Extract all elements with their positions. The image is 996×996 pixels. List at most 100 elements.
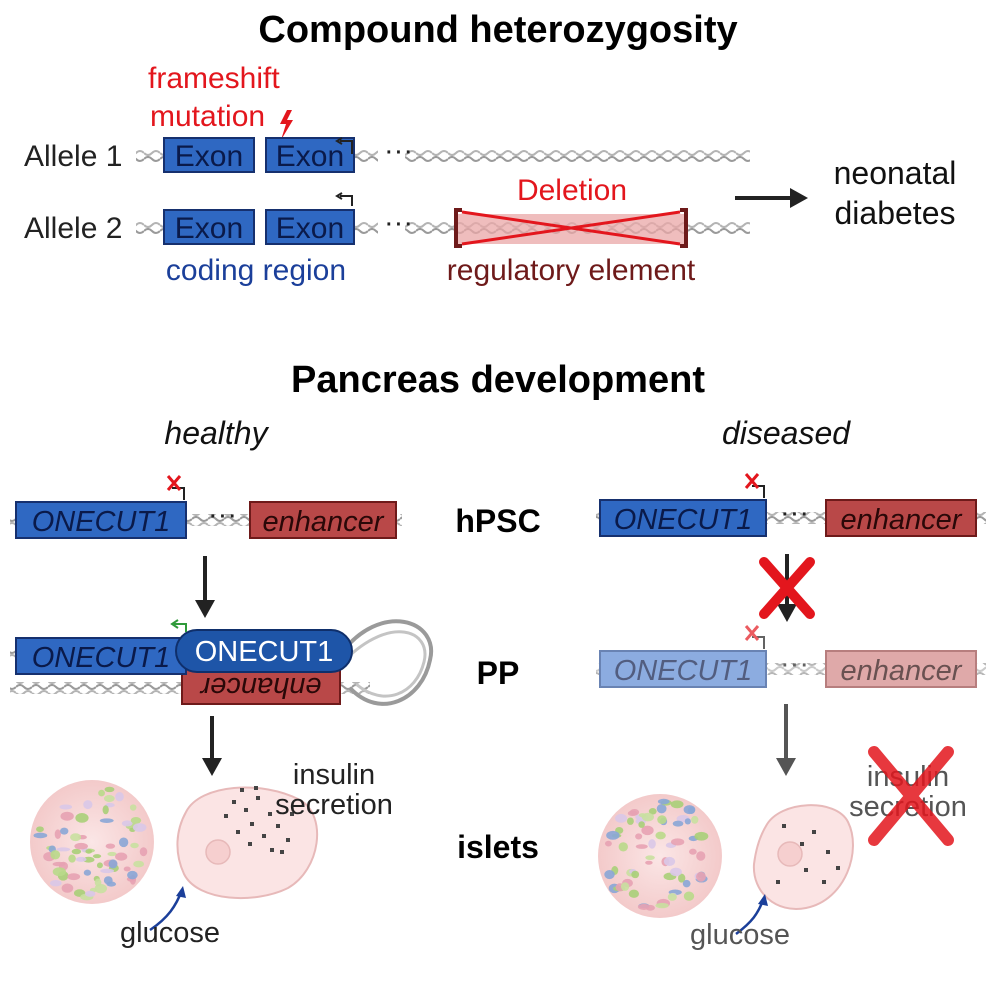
deletion-label: Deletion [517,174,627,207]
islet-cell [92,854,102,859]
islet-cell [115,852,128,861]
cell-nucleus [205,839,231,865]
islet-cluster [30,780,154,904]
insulin-granule [286,838,290,842]
outcome-arrowhead [790,188,808,208]
islet-cell [75,813,89,823]
insulin-granule [836,866,840,870]
islet-cell [670,867,682,877]
onecut1-protein [175,629,353,673]
promoter-arrowhead-icon [335,137,343,145]
ellipsis: ··· [780,648,809,680]
gene-box [599,499,767,537]
islet-cell [50,850,61,860]
islet-cell [71,848,82,855]
active-promoter-arrow-icon [174,623,187,632]
islet-cell [85,890,96,897]
progression-arrowhead [195,600,215,618]
exon-label: Exon [175,140,243,173]
coding-region-label: coding region [166,254,346,287]
islet-cell [655,902,669,909]
islet-cell [108,859,118,869]
insulin-granule [262,834,266,838]
insulin-granule [254,786,258,790]
islet-cell [52,867,67,877]
enhancer-label: enhancer [841,655,963,687]
protein-label: ONECUT1 [195,636,334,668]
gene-label: ONECUT1 [614,655,753,687]
progression-arrowhead [776,758,796,776]
islet-cell [678,873,686,883]
insulin-granule [280,850,284,854]
islet-cell [115,791,124,802]
exon-box [265,209,355,245]
islet-cell [657,798,670,805]
insulin-granule [800,842,804,846]
mutation-label: mutation [150,100,265,133]
islet-cell [54,829,62,840]
stage-islets: islets [457,829,539,865]
islet-cell [33,832,48,839]
frameshift-label: frameshift [148,62,280,95]
islet-cell [620,882,630,891]
islet-cell [618,842,628,852]
exon-box [163,209,255,245]
exon-box [265,137,355,173]
islet-cell [635,844,648,849]
islet-cell [645,860,653,865]
enhancer-box [825,499,977,537]
islet-cell [123,866,131,872]
diabetes-label: diabetes [835,195,956,231]
neonatal-label: neonatal [834,155,957,191]
islet-cell [129,804,137,811]
insulin-granule [248,842,252,846]
islet-cell [684,818,691,825]
insulin-granule [232,800,236,804]
insulin-granule [290,812,294,816]
gene-box [599,650,767,688]
exon-box [163,137,255,173]
islet-cell [96,862,103,869]
insulin-granule [812,830,816,834]
progression-arrowhead [202,758,222,776]
dna-strand [348,222,378,234]
islet-cell [682,879,691,888]
islet-cell [655,831,666,840]
islet-cell [68,854,76,863]
cell-nucleus [777,841,803,867]
secretion-label: secretion [275,789,393,821]
islet-cell [118,837,129,848]
dna-strand [136,222,166,234]
islet-cell [631,870,640,879]
islet-cell [133,860,145,868]
insulin-granule [236,830,240,834]
islet-cell [75,856,87,862]
insulin-granule [240,788,244,792]
islet-cell [670,800,684,809]
insulin-granule [224,814,228,818]
diseased-islet [598,794,722,918]
active-promoter-arrowhead-icon [170,619,179,629]
islet-cell [130,816,142,824]
dna-strand [348,150,378,162]
exon-label: Exon [175,212,243,245]
allele1-label: Allele 1 [24,140,122,173]
glucose-label: glucose [120,917,220,949]
glucose-label: glucose [690,919,790,951]
insulin-granule [822,880,826,884]
islet-cell [683,805,696,815]
islet-cell [105,802,115,808]
islet-cell [59,804,73,810]
insulin-granule [244,808,248,812]
regulatory-element-label: regulatory element [447,254,696,287]
islet-cell [56,847,71,852]
enhancer-box [825,650,977,688]
insulin-granule [250,822,254,826]
islet-cell [638,821,645,828]
islet-cell [641,825,654,836]
enhancer-label: enhancer [841,504,963,536]
gene-label: ONECUT1 [614,504,753,536]
glucose-arrowhead [758,894,768,906]
islet-cell [657,815,667,824]
insulin-granule [276,824,280,828]
